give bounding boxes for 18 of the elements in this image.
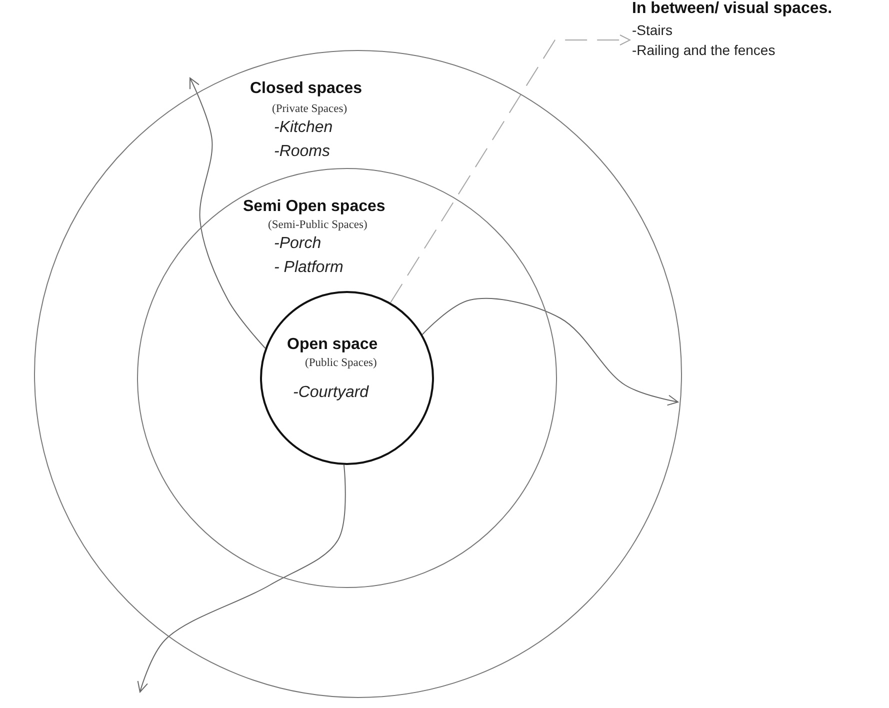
heading: Semi Open spaces <box>243 198 386 216</box>
list-item: -Kitchen <box>274 119 333 138</box>
list-item: (Public Spaces) <box>305 357 377 370</box>
arrow <box>189 78 266 349</box>
arrow <box>422 298 678 406</box>
list-item: -Porch <box>274 235 322 254</box>
heading: Closed spaces <box>250 80 362 98</box>
heading: Open space <box>287 336 378 354</box>
list-item: (Semi-Public Spaces) <box>268 219 368 232</box>
list-item: -Railing and the fences <box>632 42 776 58</box>
list-item: -Stairs <box>632 22 672 38</box>
list-item: -Rooms <box>274 143 330 162</box>
arrow <box>390 34 630 304</box>
arrow <box>137 464 346 692</box>
list-item: (Private Spaces) <box>272 103 348 116</box>
heading: In between/ visual spaces. <box>632 0 832 18</box>
list-item: - Platform <box>274 259 344 278</box>
list-item: -Courtyard <box>293 384 369 402</box>
